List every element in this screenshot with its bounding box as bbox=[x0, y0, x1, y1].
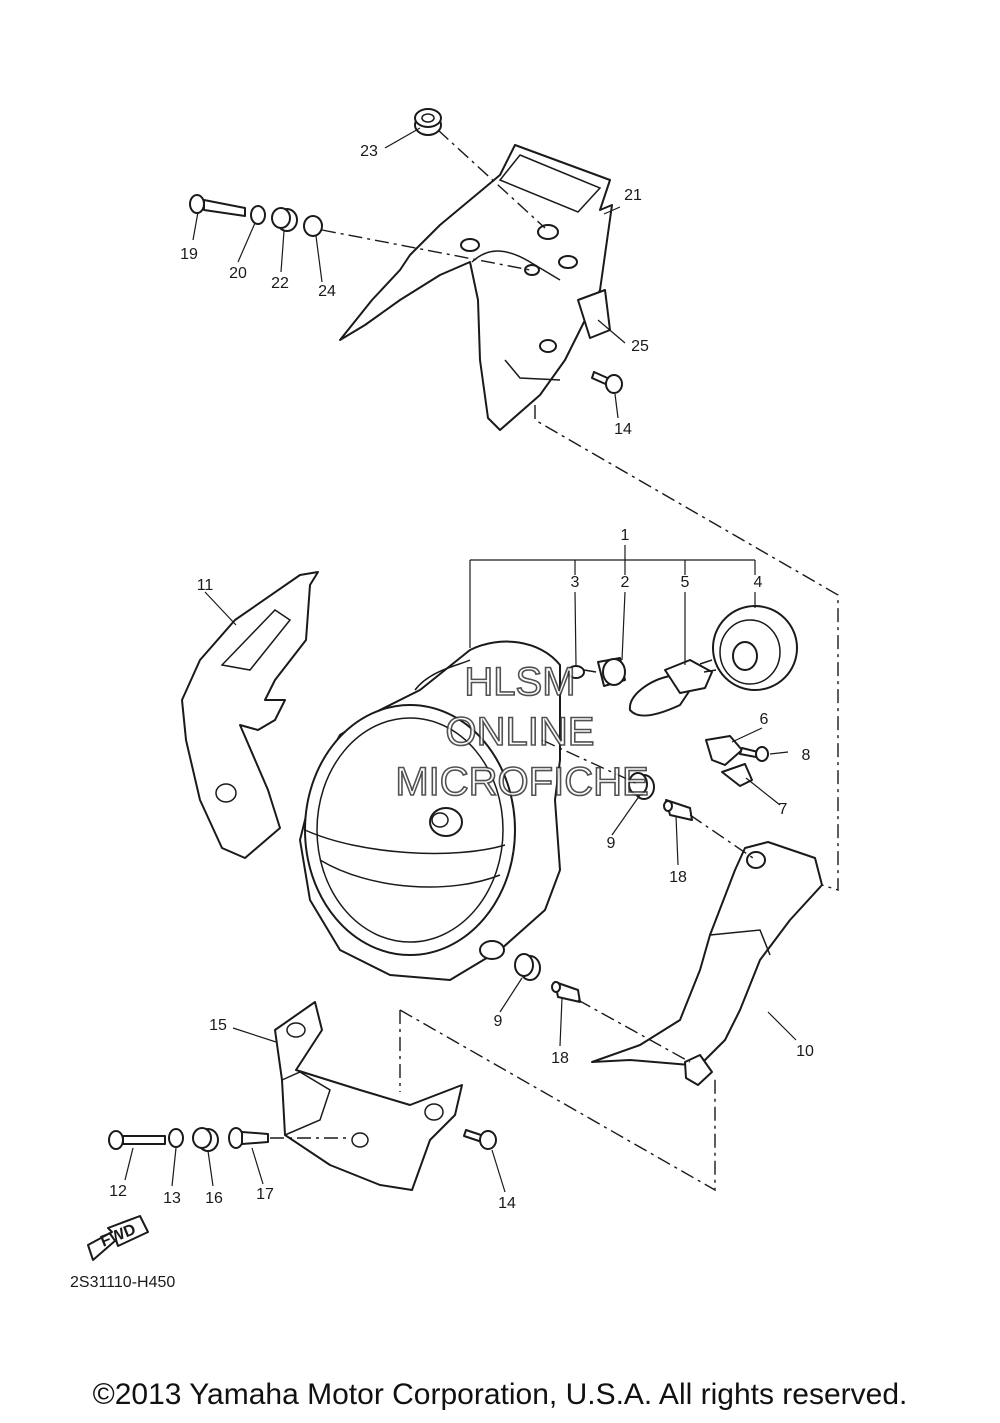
grommet-part-9-lower bbox=[514, 953, 541, 981]
pad-part-25 bbox=[577, 289, 611, 339]
callout-18-lower: 18 bbox=[551, 1050, 569, 1067]
callout-18-upper: 18 bbox=[669, 869, 687, 886]
upper-cover-part-21 bbox=[339, 144, 613, 431]
callout-10: 10 bbox=[796, 1043, 814, 1060]
callout-8: 8 bbox=[802, 747, 811, 764]
callout-23: 23 bbox=[360, 143, 378, 160]
callout-14-lower: 14 bbox=[498, 1195, 516, 1212]
bolt-part-19 bbox=[189, 194, 246, 217]
callout-9-lower: 9 bbox=[494, 1013, 503, 1030]
copyright-notice: ©2013 Yamaha Motor Corporation, U.S.A. A… bbox=[92, 1378, 908, 1411]
collar-part-16 bbox=[192, 1127, 219, 1152]
callout-6: 6 bbox=[760, 711, 769, 728]
grommet-part-23 bbox=[414, 108, 442, 136]
collar-part-18-upper bbox=[663, 799, 693, 821]
headlight-unit-part-1 bbox=[299, 640, 561, 981]
callout-3: 3 bbox=[571, 574, 580, 591]
side-cover-part-11 bbox=[181, 571, 319, 859]
callout-11: 11 bbox=[197, 577, 214, 594]
callout-1: 1 bbox=[621, 527, 630, 544]
callout-24: 24 bbox=[318, 283, 336, 300]
callout-5: 5 bbox=[681, 574, 690, 591]
lower-bracket-part-15 bbox=[274, 1001, 463, 1191]
callout-14-upper: 14 bbox=[614, 421, 632, 438]
watermark-line-3: MICROFICHE bbox=[395, 760, 648, 804]
grommet-part-9-upper bbox=[628, 772, 655, 800]
callout-16: 16 bbox=[205, 1190, 223, 1207]
leader-lines bbox=[124, 127, 797, 1193]
screw-part-14-upper bbox=[591, 371, 623, 394]
callout-4: 4 bbox=[754, 574, 763, 591]
watermark-line-1: HLSM bbox=[464, 660, 575, 704]
callout-21: 21 bbox=[624, 187, 642, 204]
screw-part-14-lower bbox=[463, 1129, 497, 1150]
callout-25: 25 bbox=[631, 338, 649, 355]
socket-part-2 bbox=[597, 657, 626, 687]
clip-part-7 bbox=[721, 763, 753, 787]
watermark: HLSM ONLINE MICROFICHE bbox=[395, 659, 650, 805]
assembly-lines bbox=[270, 129, 839, 1192]
bulb-part-3 bbox=[567, 665, 597, 679]
bolt-part-12 bbox=[108, 1130, 166, 1150]
nut-part-24 bbox=[303, 215, 323, 237]
callout-9-upper: 9 bbox=[607, 835, 616, 852]
callout-20: 20 bbox=[229, 265, 247, 282]
diagram-code: 2S31110-H450 bbox=[70, 1274, 175, 1291]
callout-13: 13 bbox=[163, 1190, 181, 1207]
screw-part-8 bbox=[739, 746, 769, 762]
callout-17: 17 bbox=[256, 1186, 274, 1203]
side-cover-part-10 bbox=[591, 841, 823, 1086]
callout-19: 19 bbox=[180, 246, 198, 263]
rim-part-4 bbox=[712, 605, 798, 691]
watermark-line-2: ONLINE bbox=[446, 710, 595, 754]
callout-15: 15 bbox=[209, 1017, 227, 1034]
collar-part-22 bbox=[271, 207, 298, 232]
bolt-part-17 bbox=[228, 1127, 269, 1149]
bracket-part-6 bbox=[705, 735, 743, 766]
headlight-bulb-part-5 bbox=[628, 659, 717, 717]
fwd-arrow-icon: FWD bbox=[87, 1215, 149, 1261]
washer-part-20 bbox=[250, 205, 266, 225]
callout-22: 22 bbox=[271, 275, 289, 292]
collar-part-18-lower bbox=[551, 981, 581, 1003]
callout-labels: 1 2 3 4 5 6 7 8 9 9 10 11 12 13 14 14 15… bbox=[109, 143, 814, 1212]
washer-part-13 bbox=[168, 1128, 184, 1148]
callout-12: 12 bbox=[109, 1183, 127, 1200]
callout-7: 7 bbox=[779, 801, 788, 818]
callout-2: 2 bbox=[621, 574, 630, 591]
